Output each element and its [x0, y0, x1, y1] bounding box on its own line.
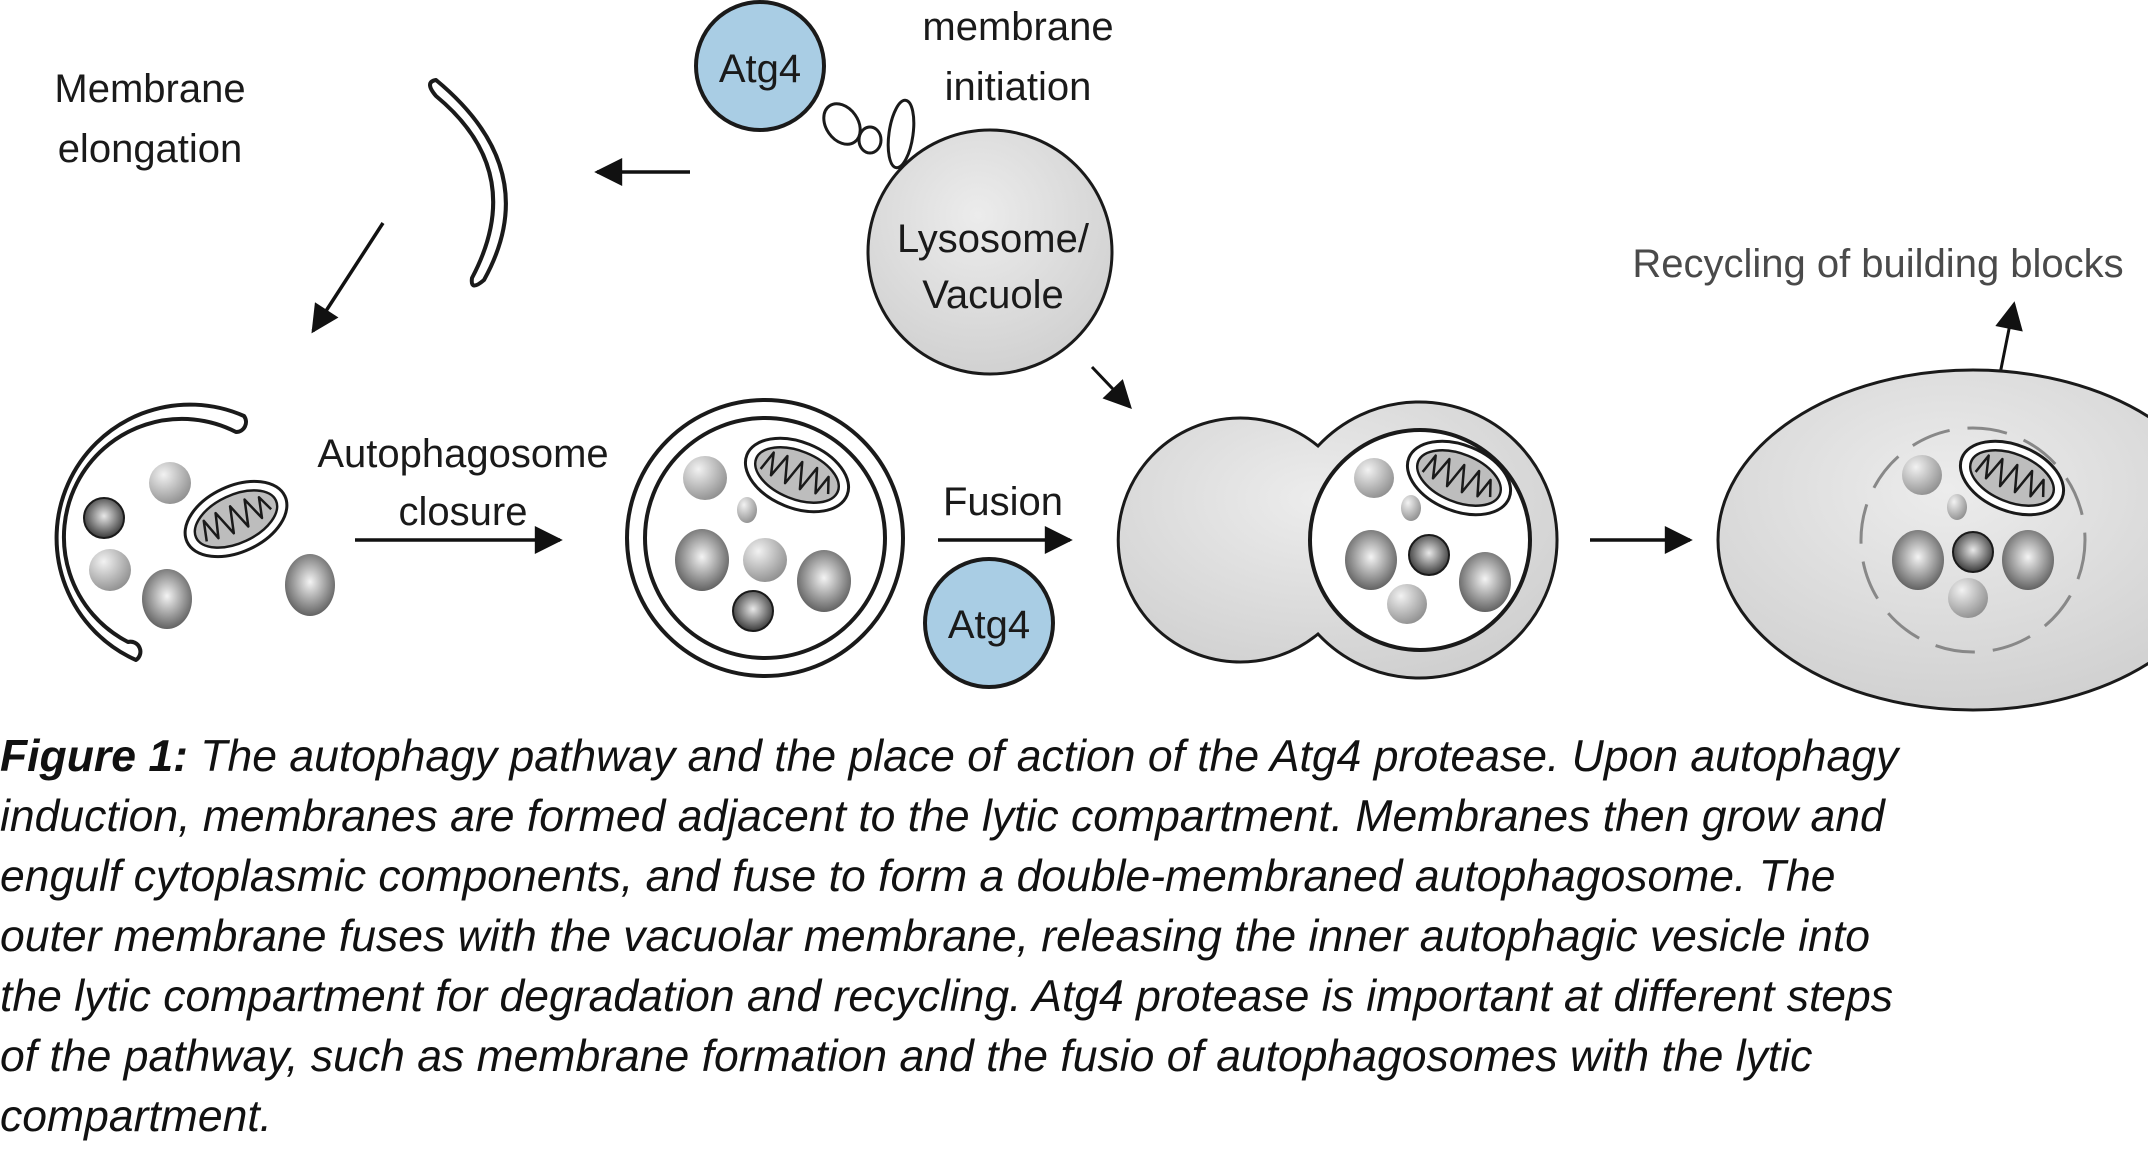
atg4-bottom-label: Atg4	[948, 603, 1030, 647]
cargo-particle	[1902, 455, 1942, 495]
autophagy-pathway-diagram: Membrane elongation membrane initiation …	[54, 0, 2148, 712]
fusion-label: Fusion	[943, 480, 1063, 524]
cargo-particle	[1408, 534, 1450, 576]
autophagosome-closure-label-line2: closure	[399, 490, 528, 534]
cargo-particle	[1345, 530, 1397, 590]
atg4-bottom-circle	[923, 557, 1055, 689]
autophagosome-closure-label: Autophagosome	[317, 432, 608, 476]
caption-line-7: compartment.	[0, 1092, 273, 1141]
atg4-top-circle	[694, 0, 826, 132]
mitochondrion	[171, 464, 301, 574]
cargo-particle	[1459, 552, 1511, 612]
cargo-particle	[1948, 578, 1988, 618]
recycling-label: Recycling of building blocks	[1632, 242, 2123, 286]
initiation-vesicle-1	[822, 102, 862, 146]
cargo-particle	[89, 549, 131, 591]
cargo-particle	[1892, 530, 1944, 590]
caption-text: The autophagy pathway and the place of a…	[187, 732, 1899, 781]
caption-line-5: the lytic compartment for degradation an…	[0, 972, 1894, 1021]
degrading-vesicle	[1859, 426, 2087, 654]
initiation-vesicle-2	[857, 125, 883, 155]
cargo-particle	[1952, 531, 1994, 573]
cargo-particle	[737, 497, 757, 523]
membrane-initiation-label: membrane	[922, 5, 1113, 49]
lysosome-label: Lysosome/	[897, 217, 1090, 261]
cargo-particle	[1401, 495, 1421, 521]
membrane-initiation-label-line2: initiation	[945, 65, 1092, 109]
cargo-particle	[83, 497, 125, 539]
cargo-particle	[1947, 494, 1967, 520]
initiation-vesicle-3	[886, 98, 916, 170]
cargo-particle	[1387, 584, 1427, 624]
lysosome-vacuole	[866, 128, 1114, 376]
cargo-particle	[1354, 458, 1394, 498]
caption-line-3: engulf cytoplasmic components, and fuse …	[0, 852, 1836, 901]
cargo-particle	[2002, 530, 2054, 590]
cargo-particle	[149, 462, 191, 504]
caption-line-6: of the pathway, such as membrane formati…	[0, 1032, 1813, 1081]
figure-caption: Figure 1: The autophagy pathway and the …	[0, 727, 2148, 1147]
arrow-vacuole-to-fusion	[1090, 365, 1132, 410]
phagophore-membrane	[54, 402, 248, 662]
figure-label: Figure 1:	[0, 732, 188, 781]
membrane-elongation-label: Membrane	[54, 67, 245, 111]
cargo-particle	[732, 590, 774, 632]
membrane-elongation-label-line2: elongation	[58, 127, 243, 171]
cargo-particle	[683, 456, 727, 500]
cargo-particle	[675, 529, 729, 591]
atg4-top-label: Atg4	[719, 47, 801, 91]
cargo-particle	[797, 550, 851, 612]
arrow-elongation-to-phagophore	[311, 222, 385, 334]
elongating-membrane	[428, 78, 508, 288]
lysosome-label-line2: Vacuole	[922, 273, 1064, 317]
cargo-particle	[285, 554, 335, 616]
cargo-particle	[142, 569, 192, 629]
caption-line-2: induction, membranes are formed adjacent…	[0, 792, 1885, 841]
cargo-particle	[743, 538, 787, 582]
caption-line-1: Figure 1: The autophagy pathway and the …	[0, 727, 2148, 787]
caption-line-4: outer membrane fuses with the vacuolar m…	[0, 912, 1871, 961]
